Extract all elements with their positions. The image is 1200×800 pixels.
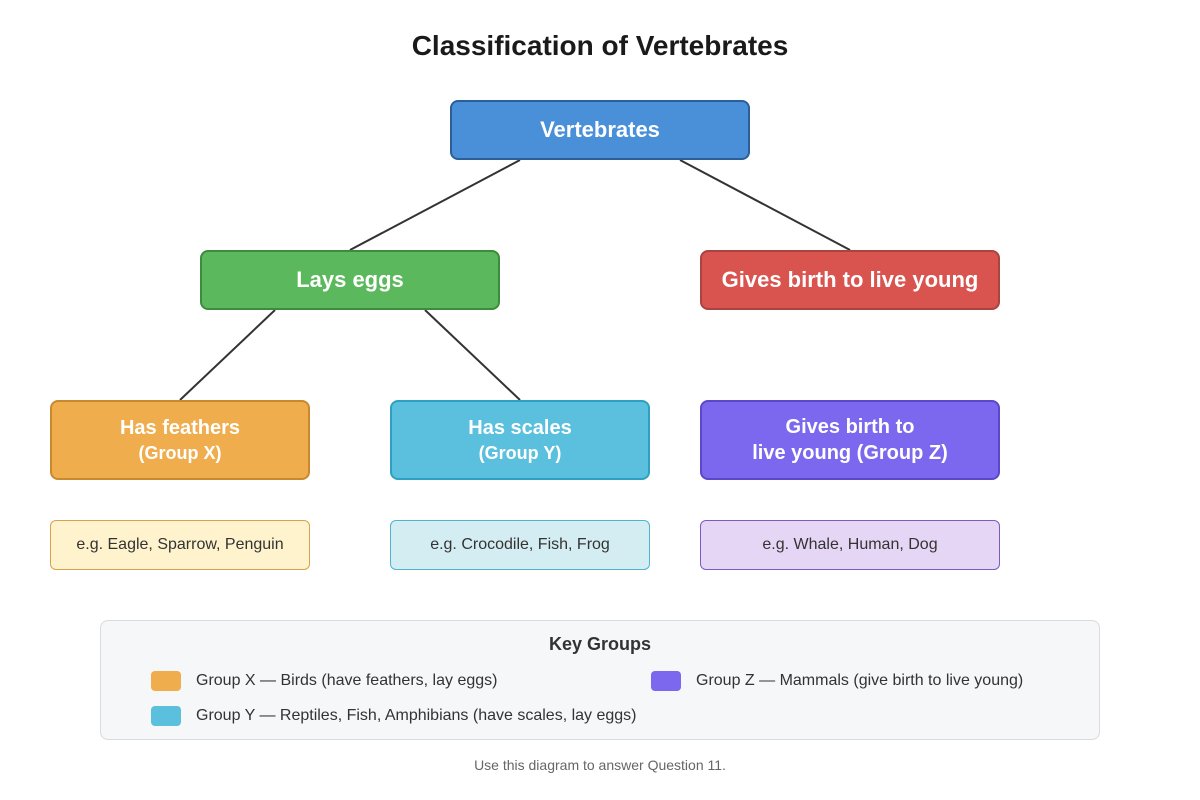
node-gives-birth-label: Gives birth to live young [721,267,979,292]
legend-item-group-y: Group Y — Reptiles, Fish, Amphibians (ha… [151,706,637,726]
legend-item-group-x: Group X — Birds (have feathers, lay eggs… [151,671,497,691]
example-group-z: e.g. Whale, Human, Dog [700,520,1000,570]
legend-item-group-z: Group Z — Mammals (give birth to live yo… [651,671,1023,691]
node-group-x-label: Has feathers [119,417,241,439]
legend-text-group-z: Group Z — Mammals (give birth to live yo… [696,672,1024,689]
connector-root-live [679,159,851,251]
node-gives-birth: Gives birth to live young [700,250,1000,310]
legend-swatch-group-y [151,706,181,726]
node-group-z: Gives birth to live young (Group Z) [700,400,1000,480]
connector-eggs-scales [424,309,521,401]
legend-text-group-y: Group Y — Reptiles, Fish, Amphibians (ha… [196,707,637,724]
legend-swatch-group-x [151,671,181,691]
node-group-x-sub: (Group X) [138,443,222,463]
example-group-y: e.g. Crocodile, Fish, Frog [390,520,650,570]
connector-root-eggs [349,159,521,251]
example-group-x: e.g. Eagle, Sparrow, Penguin [50,520,310,570]
legend-panel: Key Groups Group X — Birds (have feather… [100,620,1100,740]
node-lays-eggs-label: Lays eggs [296,267,404,292]
node-group-x: Has feathers (Group X) [50,400,310,480]
node-group-z-label-line1: Gives birth to [785,416,915,438]
legend-text-group-x: Group X — Birds (have feathers, lay eggs… [196,672,498,689]
diagram-title: Classification of Vertebrates [411,30,789,61]
node-lays-eggs: Lays eggs [200,250,500,310]
legend-swatch-group-z [651,671,681,691]
node-group-y-sub: (Group Y) [478,443,562,463]
node-group-y: Has scales (Group Y) [390,400,650,480]
connector-eggs-feathers [179,309,276,401]
footer-note: Use this diagram to answer Question 11. [474,757,726,773]
legend-title: Key Groups [548,634,652,654]
node-vertebrates-label: Vertebrates [540,117,660,142]
node-group-y-label: Has scales [468,417,572,439]
node-group-z-label-line2: live young (Group Z) [752,442,948,464]
node-vertebrates: Vertebrates [450,100,750,160]
